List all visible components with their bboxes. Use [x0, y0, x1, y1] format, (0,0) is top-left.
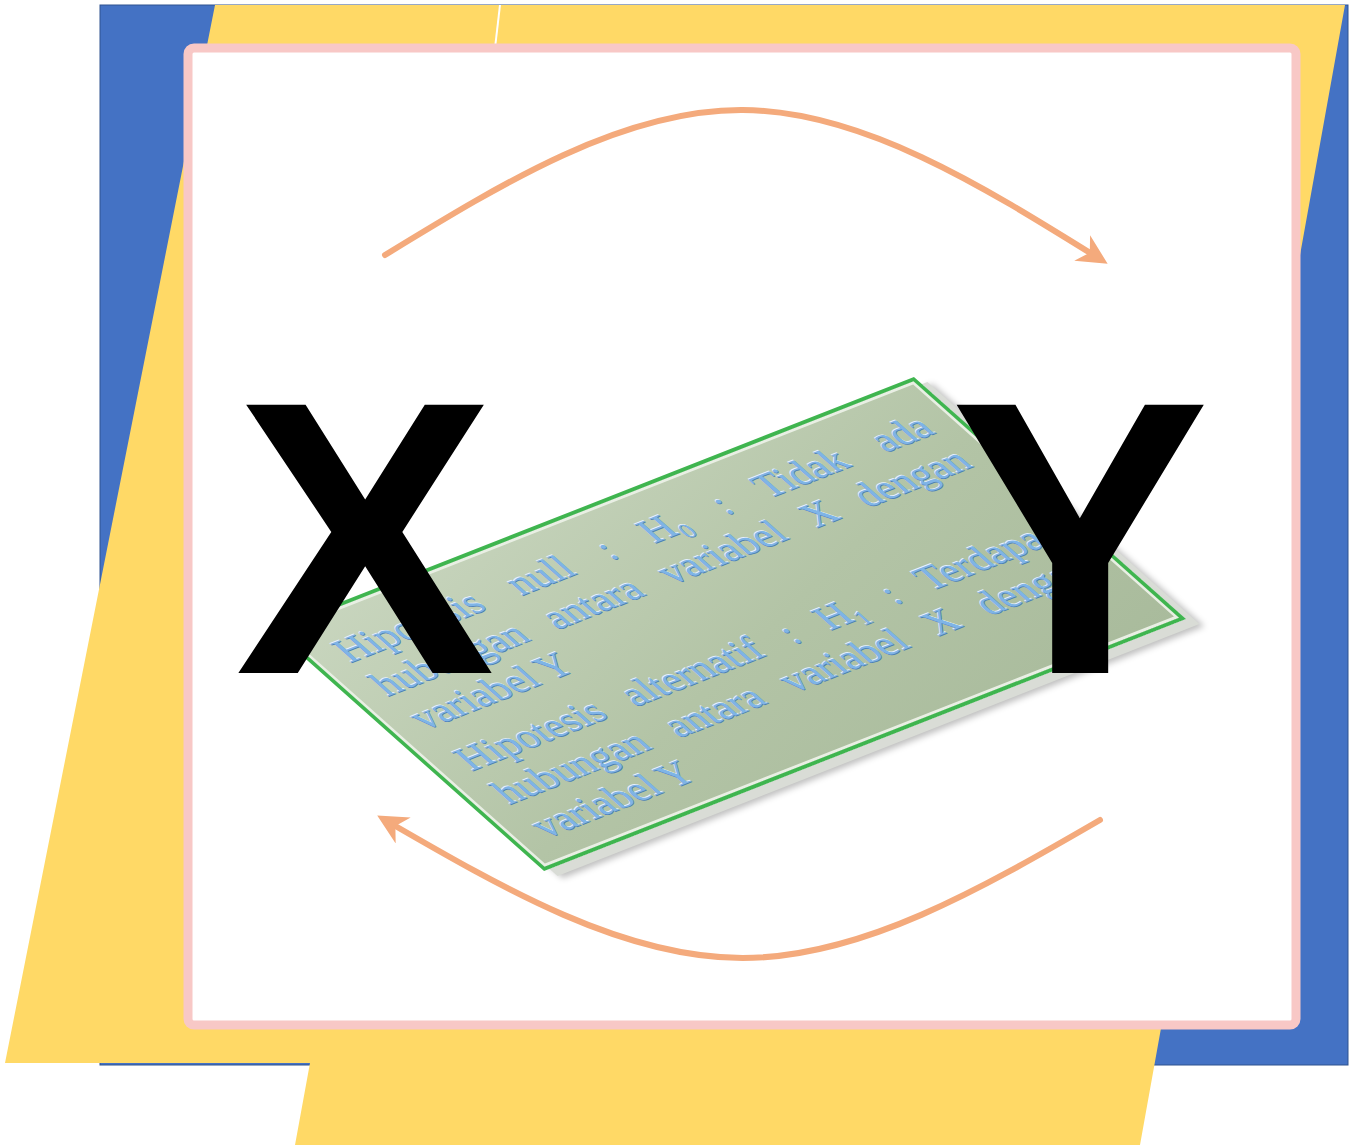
variable-node: Y — [955, 255, 1205, 820]
panel-seam — [495, 5, 500, 48]
yellow-panel — [5, 5, 1345, 1145]
blue-panel — [100, 5, 1348, 1065]
white-frame — [188, 48, 1296, 1025]
variable-letter: Y — [950, 343, 1210, 733]
variable-node: X — [240, 255, 490, 820]
variable-letter: X — [235, 343, 495, 733]
cycle-arrow — [385, 110, 1100, 259]
cycle-arrow — [385, 820, 1100, 958]
